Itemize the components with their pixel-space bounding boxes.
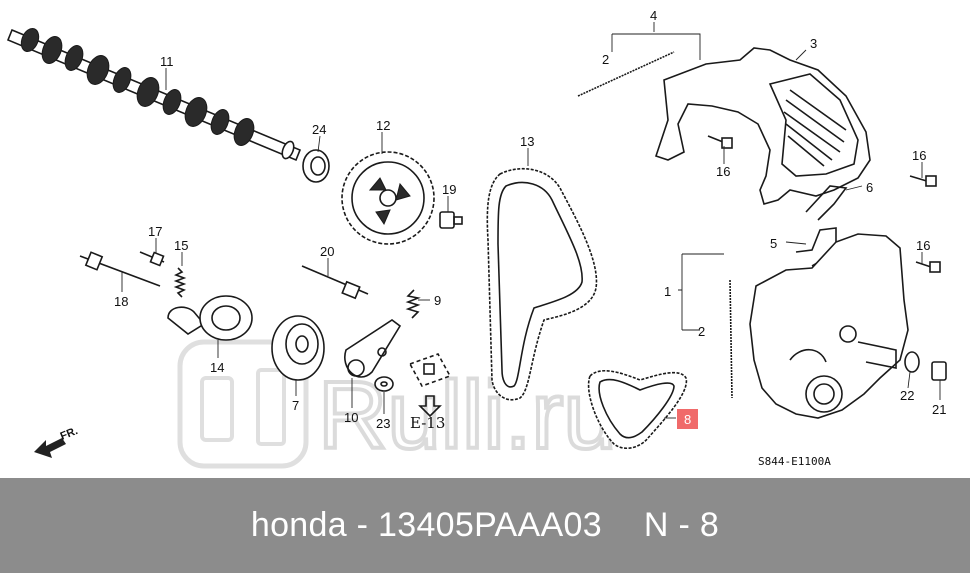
callout-1: 1 (664, 284, 671, 299)
parts-diagram: Rulli.ru (6, 8, 947, 471)
brand-separator: - (356, 506, 369, 544)
callout-3: 3 (810, 36, 817, 51)
cover-gasket-6 (805, 185, 848, 221)
idler-pulley (271, 315, 325, 381)
lower-cover (749, 233, 909, 419)
part-info-footer: honda - 13405PAAA03 N - 8 (0, 478, 970, 573)
position-number: 8 (699, 506, 720, 544)
callout-21: 21 (932, 402, 946, 417)
stud-bolt-17 (139, 251, 165, 267)
washer-23 (374, 376, 394, 392)
callout-13: 13 (520, 134, 534, 149)
callout-15: 15 (174, 238, 188, 253)
position-prefix: N (643, 506, 669, 544)
callout-14: 14 (210, 360, 224, 375)
cross-reference: E-13 (410, 395, 445, 432)
timing-belt (486, 167, 598, 401)
camshaft (6, 27, 302, 162)
callout-9: 9 (434, 293, 441, 308)
callout-12: 12 (376, 118, 390, 133)
watermark-text: Rulli.ru (318, 362, 617, 469)
cover-bolt-16b (909, 175, 937, 187)
front-label: FR. (59, 425, 80, 443)
callout-16-upper: 16 (716, 164, 730, 179)
upper-cover (654, 47, 871, 205)
watermark: Rulli.ru (177, 339, 619, 471)
pulley-bolt (439, 211, 463, 229)
timing-belt-exploded-view: Rulli.ru (6, 8, 947, 471)
front-arrow-icon (34, 438, 66, 458)
cover-bolt-16a (707, 135, 733, 149)
callout-23: 23 (376, 416, 390, 431)
callout-10: 10 (344, 410, 358, 425)
part-number: 13405PAAA03 (378, 506, 602, 544)
callout-8: 8 (684, 412, 691, 427)
callout-24: 24 (312, 122, 326, 137)
bolt-21 (931, 361, 947, 381)
callout-11: 11 (160, 54, 174, 69)
detail-box (408, 353, 452, 387)
callout-17: 17 (148, 224, 162, 239)
position-separator: - (678, 506, 691, 544)
callout-16-lower: 16 (916, 238, 930, 253)
oil-seal (302, 149, 330, 183)
callout-7: 7 (292, 398, 299, 413)
timing-belt-tensioner (167, 295, 253, 341)
balancer-belt (587, 369, 688, 450)
brand-name: honda (250, 506, 347, 544)
callout-22: 22 (900, 388, 914, 403)
balancer-belt-strip-upper (577, 51, 675, 97)
camshaft-pulley (341, 151, 435, 245)
callout-4: 4 (650, 8, 657, 23)
callout-18: 18 (114, 294, 128, 309)
balancer-belt-strip-lower (729, 279, 733, 399)
leader-lines (121, 22, 941, 419)
callout-19: 19 (442, 182, 456, 197)
callout-2-lower: 2 (698, 324, 705, 339)
front-direction-indicator: FR. (34, 425, 80, 458)
washer-22 (904, 351, 920, 373)
callout-2-upper: 2 (602, 52, 609, 67)
callout-16-right: 16 (912, 148, 926, 163)
callout-labels: 11 24 12 19 17 15 18 20 9 14 7 10 23 13 … (114, 8, 946, 431)
adjusting-bolt-20 (301, 265, 369, 300)
callout-8-highlight[interactable]: 8 (677, 409, 698, 429)
adjuster-arm (344, 319, 402, 378)
callout-20: 20 (320, 244, 334, 259)
long-bolt-18 (79, 251, 161, 287)
cover-bolt-16c (915, 261, 941, 273)
callout-6: 6 (866, 180, 873, 195)
adjuster-spring-9 (405, 289, 421, 319)
tensioner-spring-15 (173, 267, 187, 298)
highlight-box (677, 409, 698, 429)
diagram-reference-code: S844-E1100A (758, 455, 831, 468)
cross-reference-label: E-13 (410, 414, 445, 432)
callout-5: 5 (770, 236, 777, 251)
